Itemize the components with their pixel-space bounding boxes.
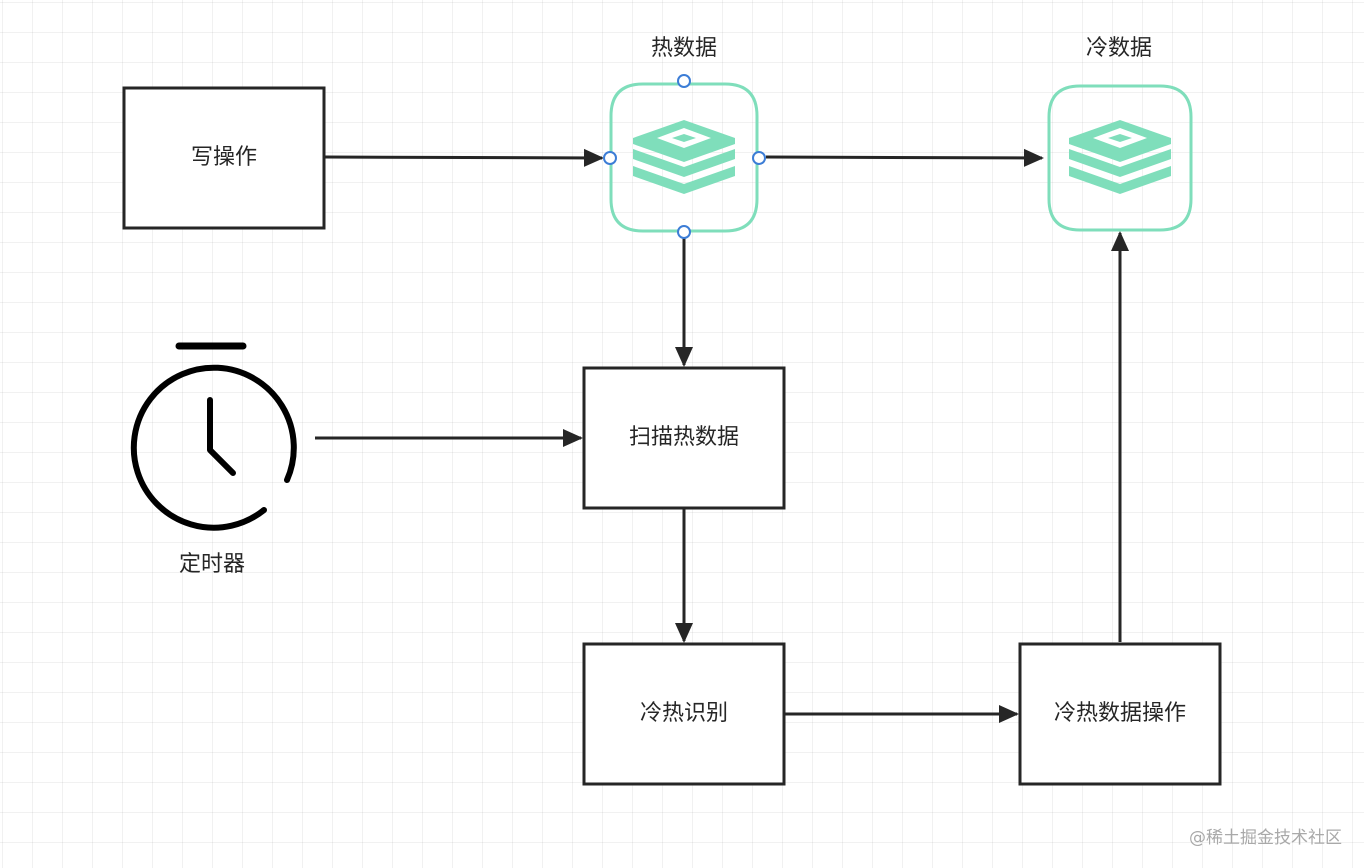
connection-handle-bottom[interactable] (677, 225, 691, 239)
edge-write-to-hot (324, 148, 604, 167)
scan-hot-label: 扫描热数据 (628, 425, 740, 450)
scan-hot-box[interactable] (582, 366, 786, 510)
edge-hot-to-cold (765, 148, 1044, 167)
cold-hot-op-label: 冷热数据操作 (1053, 701, 1187, 726)
identify-box[interactable] (582, 642, 786, 786)
write-op-box[interactable] (122, 86, 326, 230)
redis-stack-icon (1069, 120, 1171, 194)
stopwatch-icon (130, 364, 297, 531)
connection-handle-top[interactable] (677, 74, 691, 88)
cold-data-node[interactable] (1047, 84, 1193, 232)
cold-data-label: 冷数据 (1085, 36, 1153, 61)
cold-hot-op-box[interactable] (1018, 642, 1222, 786)
timer-label: 定时器 (178, 552, 246, 577)
write-op-label: 写操作 (190, 145, 258, 170)
connection-handle-right[interactable] (752, 151, 766, 165)
hot-data-node[interactable] (603, 74, 766, 239)
watermark: @稀土掘金技术社区 (1189, 828, 1342, 848)
clock-hand (207, 397, 236, 476)
timer-node[interactable] (130, 342, 297, 531)
redis-stack-icon (633, 120, 735, 194)
cold-data-frame (1047, 84, 1193, 232)
hot-data-frame (609, 82, 759, 233)
hot-data-label: 热数据 (650, 36, 718, 61)
identify-label: 冷热识别 (639, 701, 729, 726)
connection-handle-left[interactable] (603, 151, 617, 165)
